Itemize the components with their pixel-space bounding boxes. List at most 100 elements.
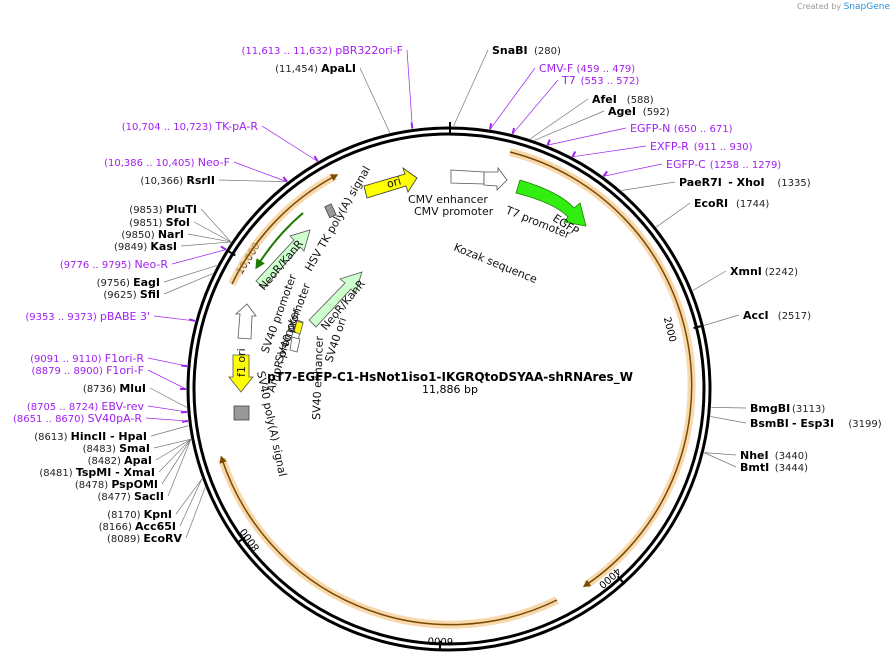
- site-position: (280): [534, 46, 561, 57]
- site-position: (10,704 .. 10,723): [122, 122, 216, 133]
- site-label: EcoRV: [143, 532, 182, 545]
- site-label: BmgBI: [750, 402, 790, 415]
- hsv-tk-polya-box: [324, 203, 337, 219]
- site-position: (3113): [792, 404, 825, 415]
- neor-kanr-arrow-2: [308, 271, 363, 328]
- site-position: (8613): [34, 432, 70, 443]
- feature-label-neor-1: NeoR/KanR: [256, 237, 306, 293]
- site-position: (11,613 .. 11,632): [242, 46, 336, 57]
- feature-label-kozak: Kozak sequence: [452, 241, 539, 286]
- site-position: (1744): [736, 199, 769, 210]
- site-label-row: (8089) EcoRV: [107, 532, 182, 545]
- site-label-row: (8482) ApaI: [88, 454, 152, 467]
- site-position: (11,454): [275, 64, 321, 75]
- site-label-row: (9756) EagI: [97, 276, 160, 289]
- site-label: EagI: [133, 276, 160, 289]
- site-position: (3199): [848, 419, 881, 430]
- site-label: ApaLI: [321, 62, 356, 75]
- site-label-row: (8651 .. 8670) SV40pA-R: [13, 412, 142, 425]
- feature-label-sv40-enhancer: SV40 enhancer: [310, 335, 326, 420]
- site-position: (1335): [777, 178, 810, 189]
- site-position: (9625): [103, 290, 139, 301]
- site-label-row: (9853) PluTI: [129, 203, 197, 216]
- site-position: (650 .. 671): [674, 124, 733, 135]
- site-label-alt: - Esp3I: [792, 417, 834, 430]
- site-label: Neo-R: [134, 258, 168, 271]
- site-position: (8705 .. 8724): [27, 402, 102, 413]
- site-label-row: (9851) SfoI: [129, 216, 190, 229]
- site-labels: SnaBI(280)CMV-F(459 .. 479)T7(553 .. 572…: [13, 44, 882, 545]
- site-label-row: (8478) PspOMI: [75, 478, 158, 491]
- site-label-row: (9776 .. 9795) Neo-R: [60, 258, 169, 271]
- site-label: BsmBI: [750, 417, 789, 430]
- site-position: (9353 .. 9373): [25, 312, 100, 323]
- site-label: PaeR7I: [679, 176, 722, 189]
- site-label: RsrII: [186, 174, 215, 187]
- site-position: (8481): [39, 468, 75, 479]
- site-label: SmaI: [119, 442, 150, 455]
- site-label: EGFP-N: [630, 122, 670, 135]
- orange-feature-arcs: [218, 148, 696, 629]
- site-position: (9776 .. 9795): [60, 260, 135, 271]
- site-label: SfoI: [166, 216, 190, 229]
- cmv-promoter-arrow: [483, 166, 508, 191]
- site-label: AccI: [743, 309, 769, 322]
- site-label: AfeI: [592, 93, 617, 106]
- site-position: (8478): [75, 480, 111, 491]
- site-label-row: (10,704 .. 10,723) TK-pA-R: [122, 120, 259, 133]
- tick-label: 6000: [428, 634, 454, 646]
- site-label-row: (8879 .. 8900) F1ori-F: [31, 364, 144, 377]
- site-label: F1ori-R: [105, 352, 145, 365]
- site-position: (911 .. 930): [694, 142, 753, 153]
- snapgene-logo: SnapGene: [843, 2, 890, 12]
- cmv-enhancer-arrow: [450, 169, 485, 185]
- tick-mark: [693, 324, 704, 330]
- site-label: AgeI: [608, 105, 636, 118]
- site-position: (9849): [114, 242, 150, 253]
- site-label: T7: [561, 74, 576, 87]
- feature-arrows: [228, 166, 587, 421]
- site-label-row: (8613) HincII - HpaI: [34, 430, 147, 443]
- site-label: SacII: [134, 490, 164, 503]
- tick-label: 2000: [661, 316, 678, 343]
- site-label-row: (8736) MluI: [83, 382, 146, 395]
- site-position: (9851): [129, 218, 165, 229]
- site-label: MluI: [119, 382, 146, 395]
- site-position: (459 .. 479): [577, 64, 636, 75]
- feature-label-hsv-tk-polya: HSV TK poly(A) signal: [302, 164, 373, 274]
- site-label: KasI: [150, 240, 177, 253]
- site-label: SnaBI: [492, 44, 528, 57]
- site-label: EGFP-C: [666, 158, 706, 171]
- feature-label-ori: ori: [385, 174, 402, 190]
- site-position: (10,366): [140, 176, 186, 187]
- site-label-row: (9353 .. 9373) pBABE 3': [25, 310, 150, 323]
- site-label-row: (9850) NarI: [121, 228, 184, 241]
- site-label-row: (8483) SmaI: [83, 442, 150, 455]
- site-label: pBABE 3': [100, 310, 150, 323]
- site-label: F1ori-F: [106, 364, 144, 377]
- site-position: (588): [627, 95, 654, 106]
- site-label: TspMI - XmaI: [76, 466, 155, 479]
- site-label: pBR322ori-F: [335, 44, 403, 57]
- site-label: PspOMI: [111, 478, 158, 491]
- site-label-row: (9625) SfiI: [103, 288, 160, 301]
- site-position: (3444): [775, 463, 808, 474]
- label-leader-lines: [145, 49, 747, 539]
- site-label: ApaI: [124, 454, 152, 467]
- site-label: Neo-F: [198, 156, 230, 169]
- site-label: BmtI: [740, 461, 769, 474]
- site-label-row: (8477) SacII: [98, 490, 165, 503]
- site-position: (8736): [83, 384, 119, 395]
- sv40-promoter-arrow-1: [234, 303, 257, 340]
- site-label: XmnI: [730, 265, 762, 278]
- site-position: (9850): [121, 230, 157, 241]
- site-position: (1258 .. 1279): [710, 160, 782, 171]
- snapgene-credit: Created by SnapGene: [797, 2, 890, 12]
- site-position: (9756): [97, 278, 133, 289]
- site-label-row: (8170) KpnI: [107, 508, 172, 521]
- sv40-ori-box: [293, 320, 304, 335]
- site-label: TK-pA-R: [214, 120, 258, 133]
- credit-prefix: Created by: [797, 2, 842, 11]
- site-position: (8483): [83, 444, 119, 455]
